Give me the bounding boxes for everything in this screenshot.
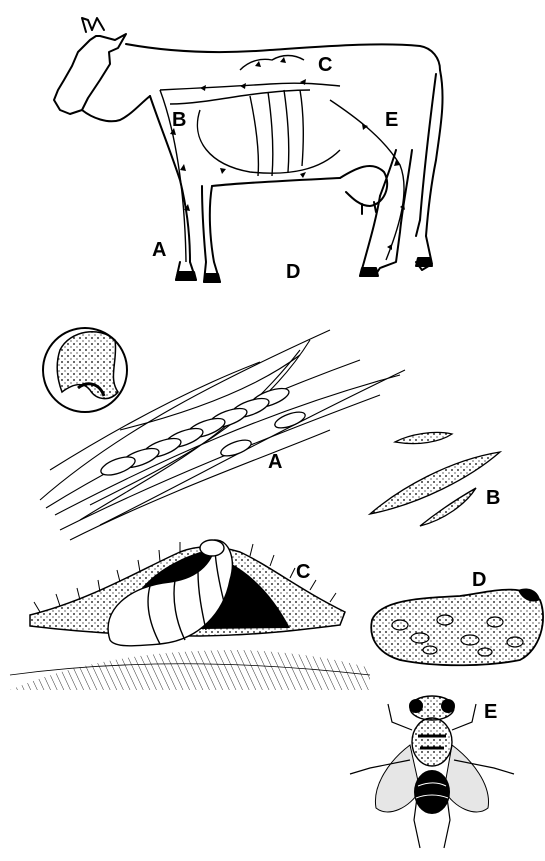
magnified-egg-icon [43,328,127,412]
cow-label-d: D [286,262,300,282]
cow-illustration [54,18,443,282]
stage-label-d: D [472,570,486,590]
stage-label-e: E [484,702,497,722]
cow-label-c: C [318,55,332,75]
cow-label-b: B [172,110,186,130]
stage-label-b: B [486,488,500,508]
stage-label-c: C [296,562,310,582]
cow-label-e: E [385,110,398,130]
larva-migration-path [160,56,404,263]
cow-label-a: A [152,240,166,260]
puparium-icon [371,588,543,665]
migration-arrowheads [170,57,405,250]
warble-grub-icon [10,540,370,690]
stage-label-a: A [268,452,282,472]
larvae-icon [370,432,500,526]
